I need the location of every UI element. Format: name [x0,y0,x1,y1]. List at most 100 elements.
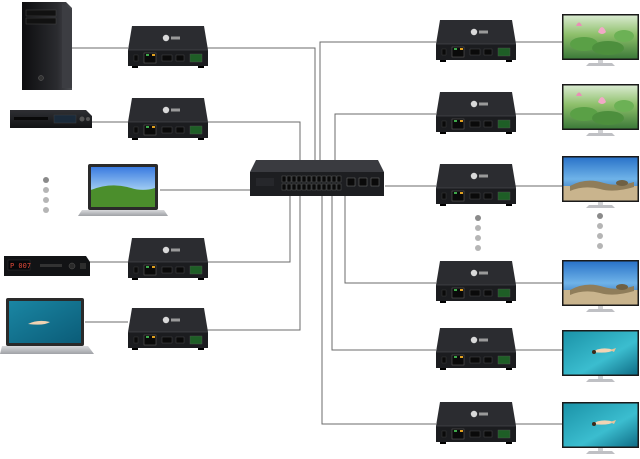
encoder-3-usb-port [176,267,184,273]
switch-port-24 [337,184,341,190]
encoder-2-hdmi-port [162,127,172,133]
dvd-button [80,117,85,122]
switch-port-5 [302,176,306,182]
decoder-2-power-port [442,121,446,127]
decoder-6-power-port [442,431,446,437]
laptop-base [0,346,94,354]
display-swimmer-2-screen [564,404,638,447]
encoder-4-hdmi-port [162,337,172,343]
laptop-windows-icon [78,164,168,216]
decoder-2-hdmi-port [470,121,480,127]
encoder-4-power-port [134,337,138,343]
encoder-4 [128,308,208,350]
decoder-5-hdmi-port [470,357,480,363]
laptop-ocean-icon [0,298,94,354]
switch-port-23 [332,184,336,190]
decoder-1-power-port [442,49,446,55]
display-lizard-2 [562,260,639,312]
switch-port-11 [332,176,336,182]
switch-port-16 [297,184,301,190]
switch-port-8 [317,176,321,182]
source-ellipsis-dots [43,177,49,213]
decoder-2-ir-port [498,120,510,128]
switch-port-13 [282,184,286,190]
display-ellipsis-dots-dot-2 [597,223,603,229]
decoder-1-usb-port [484,49,492,55]
switch-port-17 [302,184,306,190]
switch-port-9 [322,176,326,182]
decoder-3-hdmi-port [470,193,480,199]
encoder-2 [128,98,208,140]
decoder-4-usb-port [484,290,492,296]
switch-port-12 [337,176,341,182]
switch-port-7 [312,176,316,182]
wire-dec-2 [335,114,436,162]
dvd-tray [14,117,48,120]
source-ellipsis-dots-dot-4 [43,207,49,213]
decoder-2 [436,92,516,134]
dvd-display [54,115,76,123]
decoder-1 [436,20,516,62]
switch-top [250,160,384,172]
decoder-ellipsis-dots-dot-2 [475,225,481,231]
display-lizard-1-stand-base [586,205,615,208]
tower-drive-bay [26,10,56,16]
display-swimmer-1-stand-base [586,379,615,382]
decoder-5 [436,328,516,370]
wire-dec-5 [332,196,436,350]
tower-drive-bay-2 [26,18,56,24]
source-ellipsis-dots-dot-2 [43,187,49,193]
switch-port-14 [287,184,291,190]
encoder-1-power-port [134,55,138,61]
decoder-3-usb-port [484,193,492,199]
switch-port-2 [287,176,291,182]
decoder-1-ir-port [498,48,510,56]
switch-port-15 [292,184,296,190]
display-lizard-1 [562,156,639,208]
display-ellipsis-dots-dot-4 [597,243,603,249]
stb-knob [69,263,75,269]
encoder-3-power-port [134,267,138,273]
switch-port-1 [282,176,286,182]
decoder-6 [436,402,516,444]
switch-port-10 [327,176,331,182]
decoder-3-power-port [442,193,446,199]
decoder-2-usb-port [484,121,492,127]
encoder-1-ir-port [190,54,202,62]
desktop-tower-icon [22,2,72,90]
source-ellipsis-dots-dot-3 [43,197,49,203]
decoder-3-ir-port [498,192,510,200]
display-lotus-1 [562,14,639,66]
decoder-ellipsis-dots-dot-1 [475,215,481,221]
decoder-1-hdmi-port [470,49,480,55]
wire-dec-4 [345,196,436,283]
display-lotus-1-stand-base [586,63,615,66]
encoder-4-usb-port [176,337,184,343]
dvd-player-icon [10,110,92,128]
decoder-4-power-port [442,290,446,296]
encoder-2-ir-port [190,126,202,134]
display-ellipsis-dots-dot-3 [597,233,603,239]
stb-display-text: P 007 [10,262,31,270]
wire-enc-2 [205,122,300,162]
decoder-3 [436,164,516,206]
display-lotus-2 [562,84,639,136]
decoder-ellipsis-dots [475,215,481,251]
decoder-5-ir-port [498,356,510,364]
switch-label-plate [256,178,274,186]
encoder-1 [128,26,208,68]
uplink-port-1 [347,178,355,186]
display-lizard-2-stand-base [586,309,615,312]
decoder-4 [436,261,516,303]
stb-slot [40,264,62,267]
encoder-4-ir-port [190,336,202,344]
switch-port-4 [297,176,301,182]
encoder-1-usb-port [176,55,184,61]
display-swimmer-2-stand-base [586,451,615,454]
encoder-3-ir-port [190,266,202,274]
wire-enc-1 [205,48,315,160]
encoder-2-power-port [134,127,138,133]
display-ellipsis-dots [597,213,603,249]
